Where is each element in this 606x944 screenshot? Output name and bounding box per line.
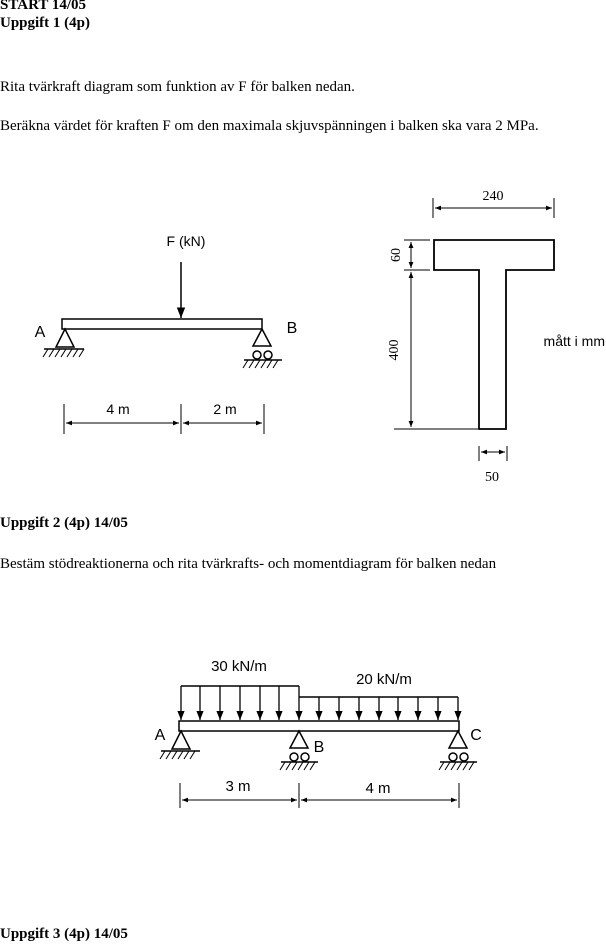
support-a2-label: A bbox=[155, 727, 166, 744]
support-c-label: C bbox=[470, 727, 482, 744]
task3-heading: Uppgift 3 (4p) 14/05 bbox=[0, 926, 128, 942]
t-section-profile bbox=[433, 239, 555, 430]
roller-support-b2 bbox=[279, 729, 318, 771]
support-b-label: B bbox=[287, 320, 298, 337]
dim-50-label: 50 bbox=[485, 470, 499, 485]
task1-instruction-1: Rita tvärkraft diagram som funktion av F… bbox=[0, 79, 355, 95]
beam-2 bbox=[178, 720, 460, 732]
task1-heading: Uppgift 1 (4p) bbox=[0, 15, 91, 31]
dim-400 bbox=[394, 272, 478, 430]
dim-60-label: 60 bbox=[389, 248, 404, 262]
units-note: mått i mm bbox=[544, 333, 605, 349]
load-30-label: 30 kN/m bbox=[211, 658, 267, 675]
beam-1-dimension-lines bbox=[63, 404, 265, 434]
dim-240 bbox=[432, 198, 555, 218]
beam-1 bbox=[61, 318, 263, 330]
roller-support-c bbox=[438, 729, 477, 771]
dim-3m-label: 3 m bbox=[225, 778, 250, 795]
pin-support-a2 bbox=[159, 729, 200, 760]
dim-4m-label: 4 m bbox=[106, 401, 129, 417]
dim-60 bbox=[404, 239, 430, 271]
task2-heading: Uppgift 2 (4p) 14/05 bbox=[0, 515, 128, 531]
task1-instruction-2: Beräkna värdet för kraften F om den maxi… bbox=[0, 118, 539, 134]
roller-support-b bbox=[242, 327, 282, 369]
task2-instruction: Bestäm stödreaktionerna och rita tvärkra… bbox=[0, 556, 497, 572]
distributed-load-30 bbox=[177, 685, 303, 720]
force-f-label: F (kN) bbox=[167, 233, 206, 249]
load-20-label: 20 kN/m bbox=[356, 671, 412, 688]
dim-50 bbox=[478, 446, 508, 461]
pin-support-a bbox=[42, 327, 85, 358]
dim-400-label: 400 bbox=[387, 340, 402, 361]
support-a-label: A bbox=[35, 324, 46, 341]
distributed-load-20 bbox=[299, 696, 462, 720]
dim-4m-2-label: 4 m bbox=[365, 780, 390, 797]
dim-2m-label: 2 m bbox=[213, 401, 236, 417]
beam-2-dimension-lines bbox=[179, 783, 460, 808]
page-title: START 14/05 bbox=[0, 0, 87, 13]
support-b2-label: B bbox=[314, 739, 325, 756]
dim-240-label: 240 bbox=[483, 189, 504, 204]
